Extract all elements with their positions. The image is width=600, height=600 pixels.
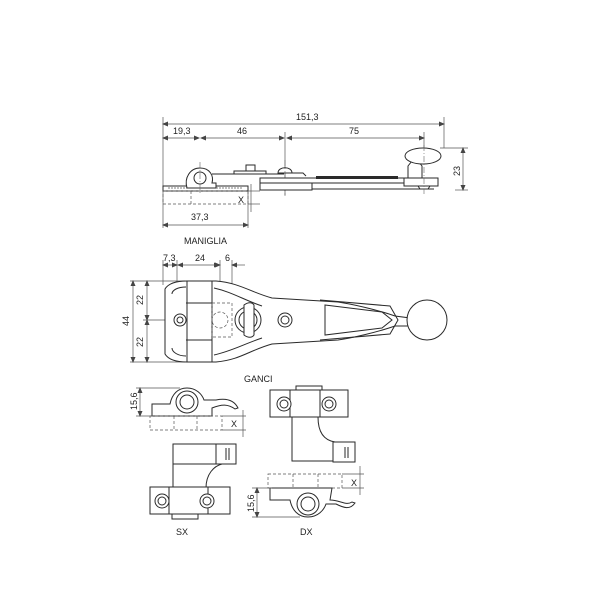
dim-sx-variable: X bbox=[231, 419, 237, 429]
hook-sx-side: 15,6 X bbox=[129, 387, 246, 437]
dim-height-label: 23 bbox=[452, 166, 462, 176]
dim-pivot-width-label: 6 bbox=[225, 253, 230, 263]
dim-pivot-offset-label: 19,3 bbox=[173, 126, 191, 136]
dim-hole-to-pivot-label: 24 bbox=[195, 253, 205, 263]
handle-view-title: MANIGLIA bbox=[184, 236, 227, 246]
hooks-view: GANCI 15,6 X bbox=[129, 374, 364, 537]
dim-overall-length-label: 151,3 bbox=[296, 112, 319, 122]
dim-mid-to-knob-label: 75 bbox=[349, 126, 359, 136]
dim-dx-variable: X bbox=[351, 478, 357, 488]
dim-upper-half-label: 22 bbox=[135, 295, 145, 305]
dim-dx-height-label: 15,6 bbox=[246, 494, 256, 512]
hook-sx-top: SX bbox=[149, 443, 237, 537]
handle-view: MANIGLIA 7,3 24 6 44 22 22 bbox=[121, 236, 448, 363]
dim-sx-height-label: 15,6 bbox=[129, 392, 139, 410]
hook-dx-label: DX bbox=[300, 527, 313, 537]
dim-edge-to-hole-label: 7,3 bbox=[163, 253, 176, 263]
hook-sx-label: SX bbox=[176, 527, 188, 537]
hook-dx-top bbox=[269, 385, 356, 463]
dim-lower-half-label: 22 bbox=[135, 337, 145, 347]
hook-dx-side: X 15,6 DX bbox=[246, 466, 364, 537]
dim-variable-x: X bbox=[238, 195, 244, 205]
dim-pivot-to-mid-label: 46 bbox=[237, 126, 247, 136]
dim-base-length-label: 37,3 bbox=[191, 212, 209, 222]
top-view: 151,3 19,3 46 75 23 bbox=[162, 112, 468, 228]
dim-total-height-label: 44 bbox=[121, 316, 131, 326]
hooks-view-title: GANCI bbox=[244, 374, 273, 384]
